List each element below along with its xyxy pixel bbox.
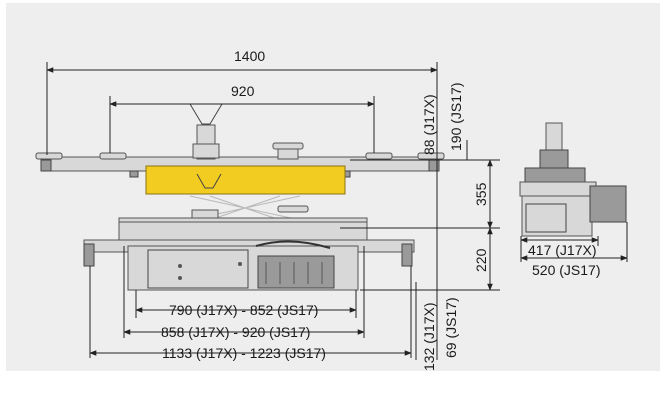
label-190-js17: 190 (JS17) <box>448 83 464 151</box>
scissor-links <box>189 195 301 221</box>
lower-foot-left <box>83 243 95 267</box>
hydraulic-unit <box>257 255 335 289</box>
arm-stop-left <box>129 170 139 178</box>
cup-pad-top <box>272 142 304 150</box>
label-355: 355 <box>473 182 489 206</box>
upper-v-support <box>189 103 223 125</box>
bolt-2 <box>178 276 182 280</box>
side-head-lower <box>524 167 586 183</box>
side-pump-unit <box>589 185 627 223</box>
label-width-mid: 858 (J17X) - 920 (JS17) <box>161 324 310 340</box>
lower-foot-right <box>401 243 413 267</box>
base-panel <box>147 249 249 289</box>
pad-left-outer <box>35 152 63 160</box>
label-520-js17: 520 (JS17) <box>532 262 600 278</box>
hydraulic-ribs <box>265 262 323 284</box>
arm-end-left <box>40 159 52 172</box>
side-panel <box>525 203 567 233</box>
lower-cup-pad <box>277 205 309 213</box>
label-width-inner: 790 (J17X) - 852 (JS17) <box>169 302 318 318</box>
side-head <box>539 149 569 169</box>
pad-left-inner <box>99 152 127 160</box>
label-220: 220 <box>473 248 489 272</box>
yellow-beam <box>145 165 346 195</box>
upper-support-base <box>192 143 220 159</box>
label-width-outer: 1133 (J17X) - 1223 (JS17) <box>162 345 326 361</box>
label-1400: 1400 <box>234 48 265 64</box>
cup-pad-body <box>277 148 299 160</box>
side-beam <box>519 181 597 197</box>
label-132-j17x: 132 (J17X) <box>421 303 437 371</box>
bolt-1 <box>178 264 182 268</box>
bolt-3 <box>238 262 242 266</box>
label-69-js17: 69 (JS17) <box>443 297 459 358</box>
label-88-j17x: 88 (J17X) <box>421 94 437 155</box>
dimension-labels: 1400 920 88 (J17X) 190 (JS17) 355 220 13… <box>161 48 600 371</box>
label-417-j17x: 417 (J17X) <box>528 242 596 258</box>
pad-right-inner <box>365 152 393 160</box>
label-920: 920 <box>231 83 255 99</box>
dimension-lines <box>46 62 628 360</box>
lift-side-view <box>519 122 627 237</box>
hydraulic-hose <box>255 240 331 249</box>
side-top-post <box>545 122 563 154</box>
lower-v-support <box>196 173 222 189</box>
side-frame <box>521 195 593 237</box>
lift-front-view <box>35 103 445 291</box>
